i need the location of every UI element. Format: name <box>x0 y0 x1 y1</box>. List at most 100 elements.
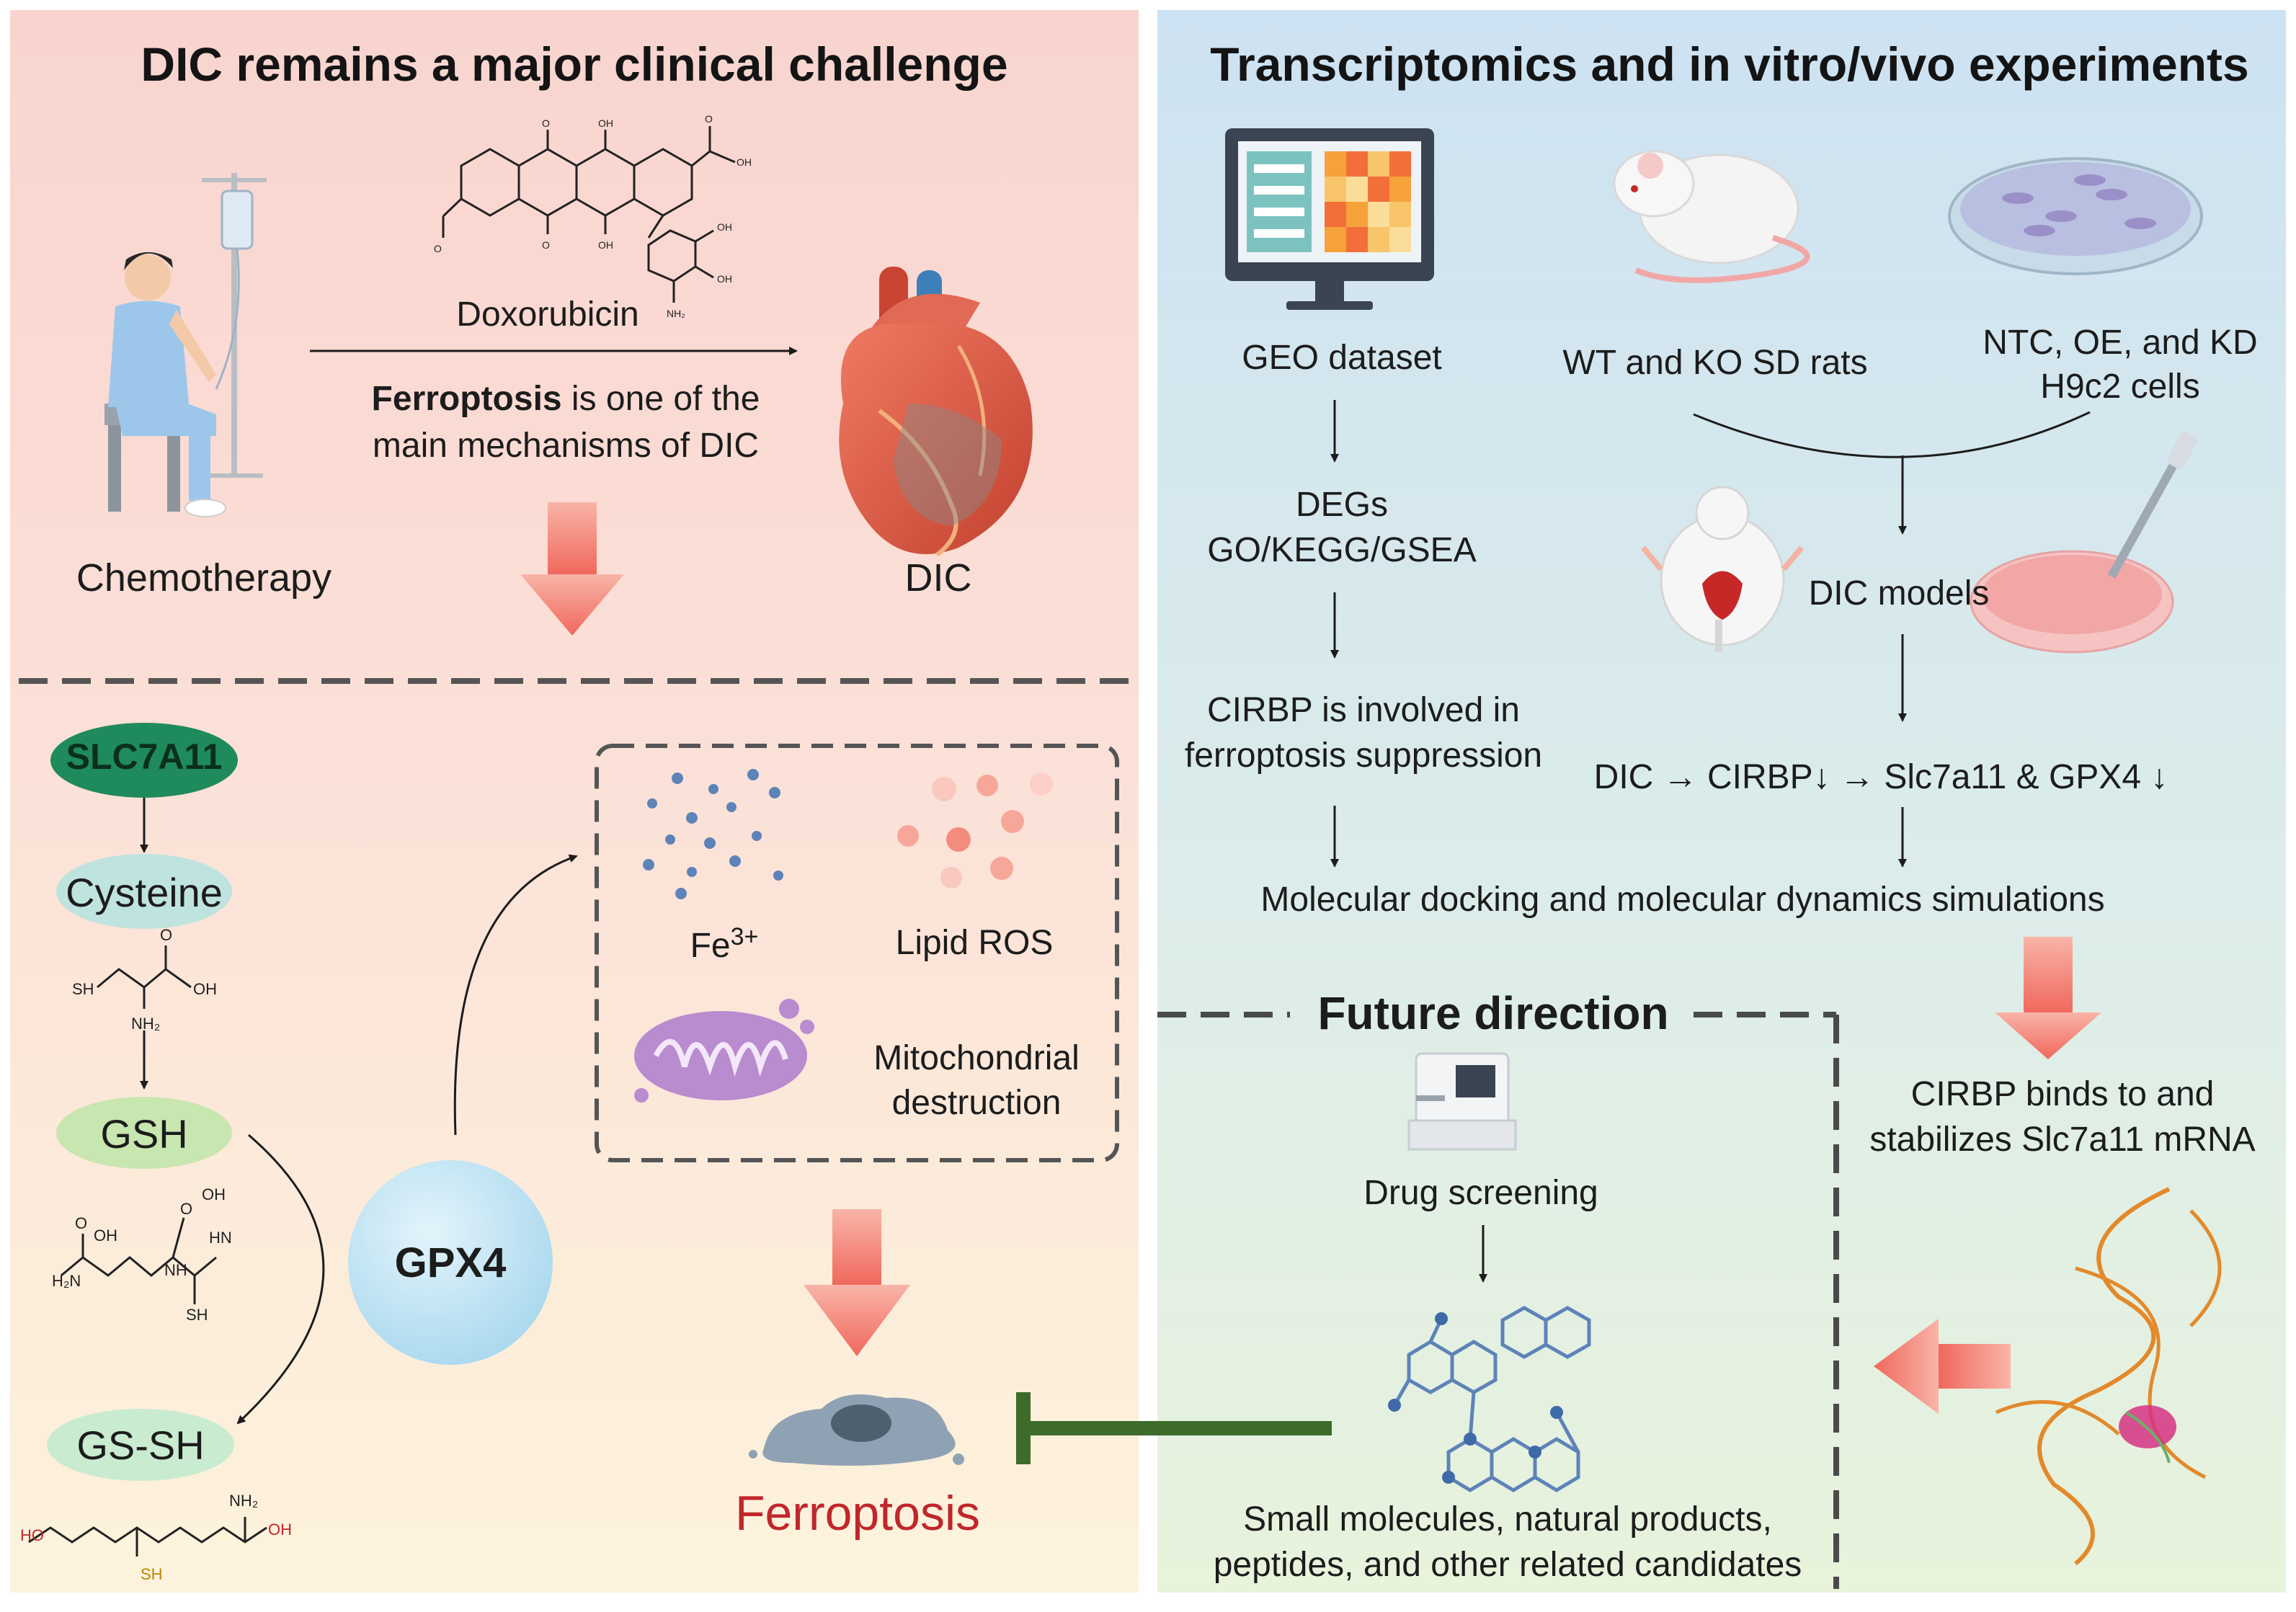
molecule-atoms <box>1388 1312 1563 1484</box>
cysteine-structure-icon <box>97 945 192 1009</box>
fe3-label: Fe3+ <box>690 922 759 967</box>
cysteine-node <box>56 854 232 929</box>
gsh-node <box>56 1097 232 1169</box>
ferroptotic-cell-icon <box>749 1394 964 1466</box>
degs-label-1: DEGs <box>1295 486 1389 524</box>
inhibition-arrow <box>1016 1392 1332 1464</box>
rats-label: WT and KO SD rats <box>1562 344 1868 382</box>
gsh-label: GSH <box>100 1111 188 1157</box>
mechanism-line-1: Ferroptosis is one of the <box>372 378 760 420</box>
svg-text:O: O <box>160 926 172 944</box>
svg-text:HO: HO <box>20 1526 44 1544</box>
svg-text:NH: NH <box>164 1261 187 1279</box>
candidates-label-2: peptides, and other related candidates <box>1213 1546 1802 1584</box>
heart-icon <box>839 267 1033 557</box>
gsh-structure-icon <box>61 1217 217 1304</box>
hallmarks-box <box>595 744 1119 1162</box>
candidates-label-1: Small molecules, natural products, <box>1243 1500 1772 1538</box>
gpx4-label: GPX4 <box>394 1239 507 1286</box>
svg-text:SH: SH <box>72 980 94 998</box>
doxorubicin-atom-labels: O OH O OH O OH OH OH NH₂ O <box>434 113 752 319</box>
slc7a11-label: SLC7A11 <box>66 736 223 777</box>
svg-text:OH: OH <box>94 1226 117 1244</box>
svg-text:OH: OH <box>717 221 732 233</box>
cells-label-2: H9c2 cells <box>2040 368 2200 406</box>
slc7a11-node <box>50 723 238 798</box>
mechanism-line-2: main mechanisms of DIC <box>372 427 760 465</box>
svg-text:OH: OH <box>193 980 217 998</box>
cirbp-label-2: ferroptosis suppression <box>1184 736 1543 775</box>
ferroptosis-label: Ferroptosis <box>734 1486 981 1541</box>
lipid-ros-label: Lipid ROS <box>895 924 1054 962</box>
svg-text:OH: OH <box>598 239 613 251</box>
down-arrow-right <box>1995 937 2101 1059</box>
chemotherapy-label: Chemotherapy <box>76 556 332 600</box>
svg-text:O: O <box>542 117 550 129</box>
merge-curve <box>1693 411 2091 458</box>
svg-text:O: O <box>434 243 442 254</box>
svg-text:OH: OH <box>717 273 732 285</box>
left-panel-title: DIC remains a major clinical challenge <box>141 37 1008 91</box>
computer-heatmap-icon <box>1225 128 1434 310</box>
mito-label-2: destruction <box>891 1084 1062 1122</box>
svg-text:H₂N: H₂N <box>52 1272 81 1290</box>
svg-text:O: O <box>180 1200 192 1218</box>
rat-icon <box>1613 150 1810 283</box>
svg-text:NH₂: NH₂ <box>229 1492 258 1510</box>
binds-label-2: stabilizes Slc7a11 mRNA <box>1869 1121 2256 1159</box>
mito-label-1: Mitochondrial <box>873 1039 1080 1077</box>
docking-label: Molecular docking and molecular dynamics… <box>1260 881 2105 919</box>
screening-machine-icon <box>1407 1052 1517 1151</box>
svg-text:SH: SH <box>141 1565 163 1583</box>
gpx4-arrow <box>453 854 578 1136</box>
petri-dish-icon <box>1948 157 2203 275</box>
mitochondria-icon <box>634 999 814 1103</box>
svg-text:O: O <box>542 239 550 251</box>
down-arrow-left <box>520 502 624 636</box>
fe-charge: 3+ <box>730 923 759 950</box>
cysteine-label: Cysteine <box>66 870 223 915</box>
left-panel <box>10 10 1139 1593</box>
mechanism-bold: Ferroptosis <box>371 380 562 418</box>
gpx4-node <box>348 1160 553 1365</box>
svg-text:O: O <box>75 1214 87 1232</box>
gssh-label: GS-SH <box>76 1422 205 1468</box>
atom-labels-left: SH O OH NH₂ O OH O OH H₂N NH HN SH HO SH… <box>20 926 292 1583</box>
svg-text:O: O <box>705 113 713 125</box>
left-arrow-right-panel <box>1874 1319 2011 1414</box>
doxorubicin-structure-icon <box>442 126 736 303</box>
binds-label-1: CIRBP binds to and <box>1910 1075 2215 1113</box>
svg-text:NH₂: NH₂ <box>131 1015 160 1033</box>
patient-iv-icon <box>104 173 267 517</box>
svg-text:OH: OH <box>202 1185 226 1203</box>
svg-text:NH₂: NH₂ <box>667 308 685 319</box>
rna-protein-structure-icon <box>1995 1187 2222 1566</box>
mechanism-rest: is one of the <box>561 380 760 418</box>
gsh-to-gssh-arrow <box>236 1134 325 1425</box>
dissected-rat-icon <box>1640 486 1805 652</box>
pipette-dish-icon <box>1970 431 2198 654</box>
svg-text:OH: OH <box>268 1520 292 1538</box>
future-direction-title: Future direction <box>1317 987 1669 1039</box>
cells-label-1: NTC, OE, and KD <box>1983 324 2258 362</box>
doxorubicin-label: Doxorubicin <box>456 295 639 334</box>
svg-text:OH: OH <box>598 117 613 129</box>
svg-text:SH: SH <box>186 1306 208 1324</box>
svg-text:OH: OH <box>737 156 752 168</box>
down-arrow-ferroptosis <box>804 1209 910 1356</box>
gssh-node <box>47 1409 234 1481</box>
lipid-ros-icon <box>897 772 1053 889</box>
degs-label-2: GO/KEGG/GSEA <box>1207 531 1477 569</box>
cirbp-label-1: CIRBP is involved in <box>1207 691 1520 729</box>
svg-text:HN: HN <box>209 1229 232 1247</box>
fe-dots-icon <box>643 769 783 899</box>
gssh-structure-icon <box>28 1517 267 1557</box>
fe-base: Fe <box>690 927 731 965</box>
dic-models-label: DIC models <box>1808 574 1990 613</box>
geo-dataset-label: GEO dataset <box>1242 339 1442 377</box>
pathway-text: DIC → CIRBP↓ → Slc7a11 & GPX4 ↓ <box>1593 758 2168 796</box>
right-panel-title: Transcriptomics and in vitro/vivo experi… <box>1210 37 2249 91</box>
dic-label: DIC <box>904 556 972 600</box>
